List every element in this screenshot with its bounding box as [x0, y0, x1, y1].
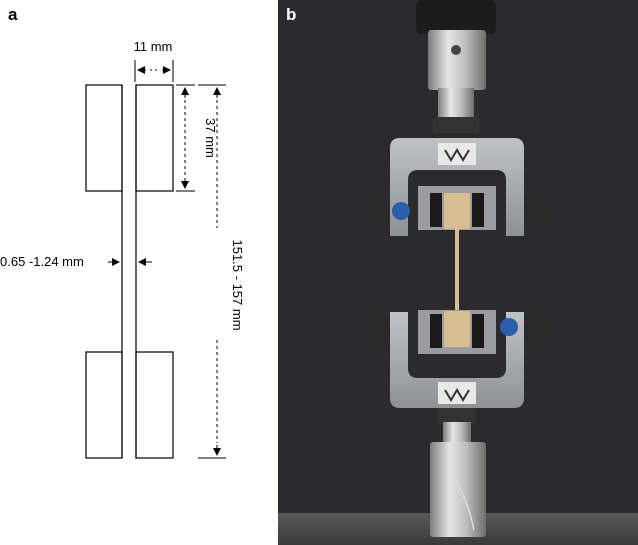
grip-length-label: 37 mm	[203, 118, 218, 158]
lower-logo-plate	[438, 382, 476, 404]
upper-jaw-left	[430, 193, 442, 227]
upper-grip-body	[390, 138, 524, 236]
lower-jaw-left	[430, 314, 442, 348]
lower-logo-mark	[444, 388, 470, 402]
upper-tab	[444, 193, 470, 229]
upper-actuator	[416, 0, 496, 34]
upper-grip-right	[135, 84, 174, 192]
specimen-drawing: 11 mm 37 mm 0.65 -1.24 mm 151.5 - 157 mm	[0, 39, 245, 459]
total-length-label: 151.5 - 157 mm	[230, 239, 245, 330]
tensile-test-photo: b	[278, 0, 638, 545]
lower-knob-right	[524, 316, 548, 338]
lower-label-sticker	[500, 318, 518, 336]
upper-logo-plate	[438, 143, 476, 165]
tensile-grips-illustration	[278, 0, 638, 545]
upper-label-sticker	[392, 202, 410, 220]
total-length-dimension	[198, 84, 226, 459]
lower-cylinder	[430, 442, 486, 537]
lower-jaw-right	[472, 314, 484, 348]
lower-grip-left	[85, 351, 123, 459]
lower-neck	[443, 422, 471, 444]
upper-pin	[451, 45, 461, 55]
panel-a-label: a	[8, 5, 18, 24]
specimen-outline	[85, 84, 174, 459]
grip-length-dimension	[176, 84, 195, 192]
panel-b-label: b	[286, 5, 297, 24]
upper-knob-left	[366, 200, 390, 222]
upper-knob-right	[524, 200, 548, 222]
lower-collar	[438, 408, 476, 424]
upper-collar	[433, 117, 479, 133]
lower-cable	[453, 477, 475, 531]
lower-grip-right	[135, 351, 174, 459]
upper-jaw-right	[472, 193, 484, 227]
upper-neck	[438, 88, 474, 118]
lower-grip-body	[390, 312, 524, 408]
width-dimension	[134, 60, 174, 82]
lower-knob-left	[366, 316, 390, 338]
upper-logo-mark	[444, 148, 470, 162]
thickness-label: 0.65 -1.24 mm	[0, 254, 84, 269]
upper-grip-left	[85, 84, 123, 192]
lower-tab	[444, 311, 470, 347]
width-dimension-label: 11 mm	[134, 39, 173, 54]
specimen-gauge	[455, 229, 459, 311]
upper-load-cell	[428, 30, 486, 90]
